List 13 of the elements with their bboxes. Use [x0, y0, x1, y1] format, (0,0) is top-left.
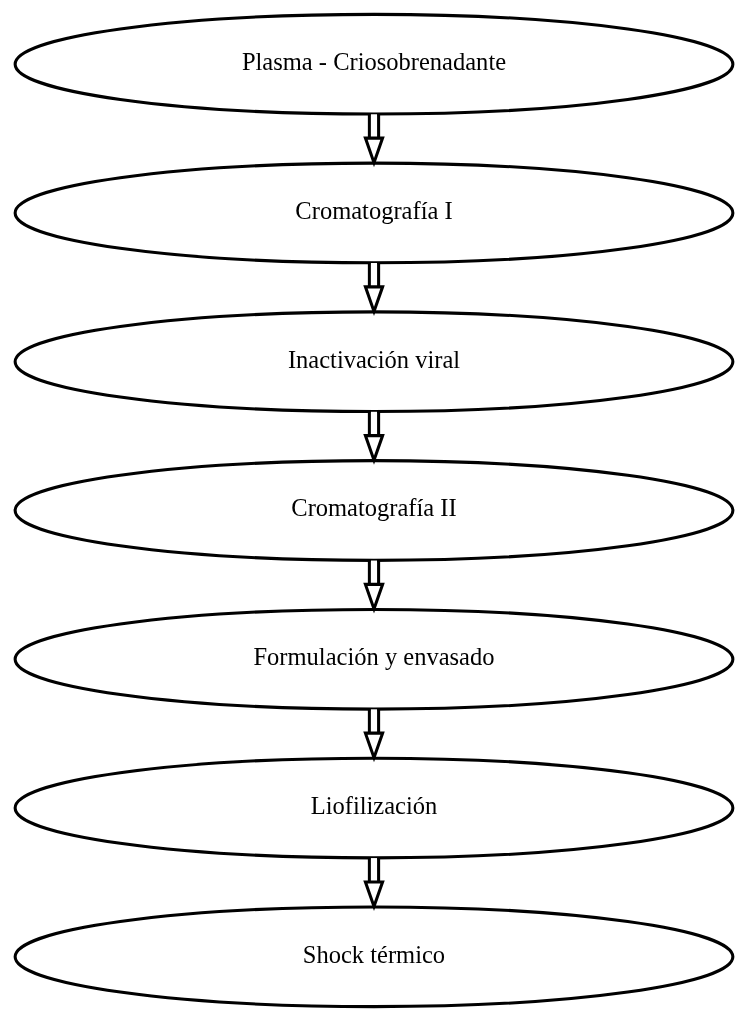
arrow	[362, 858, 385, 912]
arrow	[362, 411, 385, 465]
node-ellipse: Shock térmico	[13, 905, 734, 1009]
arrow	[362, 114, 385, 168]
node-ellipse: Formulación y envasado	[13, 607, 734, 711]
node-ellipse: Inactivación viral	[13, 310, 734, 414]
node-ellipse: Cromatografía II	[13, 459, 734, 562]
node-ellipse: Plasma - Criosobrenadante	[13, 12, 734, 116]
node-ellipse: Liofilización	[13, 756, 734, 860]
node-ellipse: Cromatografía I	[13, 161, 734, 265]
arrow	[362, 709, 385, 763]
arrow	[362, 263, 385, 317]
arrow	[362, 560, 385, 614]
